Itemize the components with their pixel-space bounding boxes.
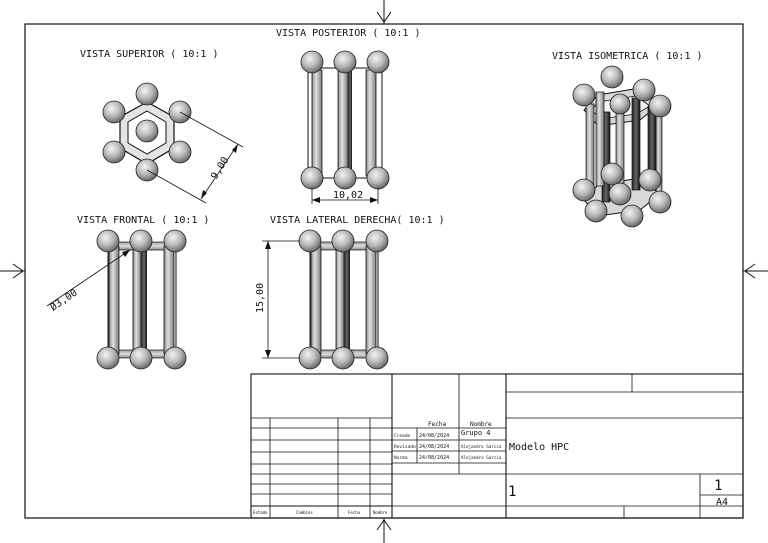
- tb-rev-estado: Estado: [253, 510, 268, 515]
- back-view: [300, 50, 390, 204]
- tb-model-name: Modelo HPC: [509, 442, 569, 453]
- dim-top-width: 9,00: [209, 155, 231, 181]
- view-label-back: VISTA POSTERIOR ( 10:1 ): [276, 28, 421, 39]
- tb-header-nombre: Nombre: [470, 421, 492, 428]
- tb-name-creado: Grupo 4: [461, 429, 491, 437]
- tb-role-creado: Creado: [394, 433, 411, 439]
- tb-role-norma: Norma: [394, 455, 408, 461]
- isometric-view: [572, 65, 672, 228]
- tb-rev-fecha: Fecha: [348, 510, 361, 515]
- view-label-right: VISTA LATERAL DERECHA( 10:1 ): [270, 215, 445, 226]
- tb-date-norma: 24/08/2024: [419, 455, 449, 461]
- view-label-top: VISTA SUPERIOR ( 10:1 ): [80, 49, 218, 60]
- tb-sheet-format: A4: [716, 497, 728, 508]
- tb-rev-nombre: Nombre: [373, 510, 388, 515]
- view-label-front: VISTA FRONTAL ( 10:1 ): [77, 215, 209, 226]
- tb-role-revisado: Revisado: [394, 444, 416, 450]
- dim-diameter: Ø3,00: [48, 287, 80, 314]
- title-block: [250, 373, 744, 519]
- right-view: [262, 229, 389, 370]
- tb-sheet-number: 1: [508, 484, 516, 500]
- top-view: [102, 82, 244, 204]
- front-view: [46, 229, 187, 370]
- tb-date-creado: 24/08/2024: [419, 433, 449, 439]
- dim-back-width: 10,02: [333, 190, 363, 201]
- dim-height: 15,00: [255, 283, 266, 313]
- tb-header-fecha: Fecha: [428, 421, 446, 428]
- view-label-iso: VISTA ISOMETRICA ( 10:1 ): [552, 51, 703, 62]
- tb-rev-cambios: Cambios: [296, 510, 313, 515]
- tb-name-norma: Alejandro Garcia: [461, 455, 502, 460]
- tb-name-revisado: Alejandro Garcia: [461, 444, 502, 449]
- tb-sheet-total: 1: [714, 478, 722, 494]
- tb-date-revisado: 24/08/2024: [419, 444, 449, 450]
